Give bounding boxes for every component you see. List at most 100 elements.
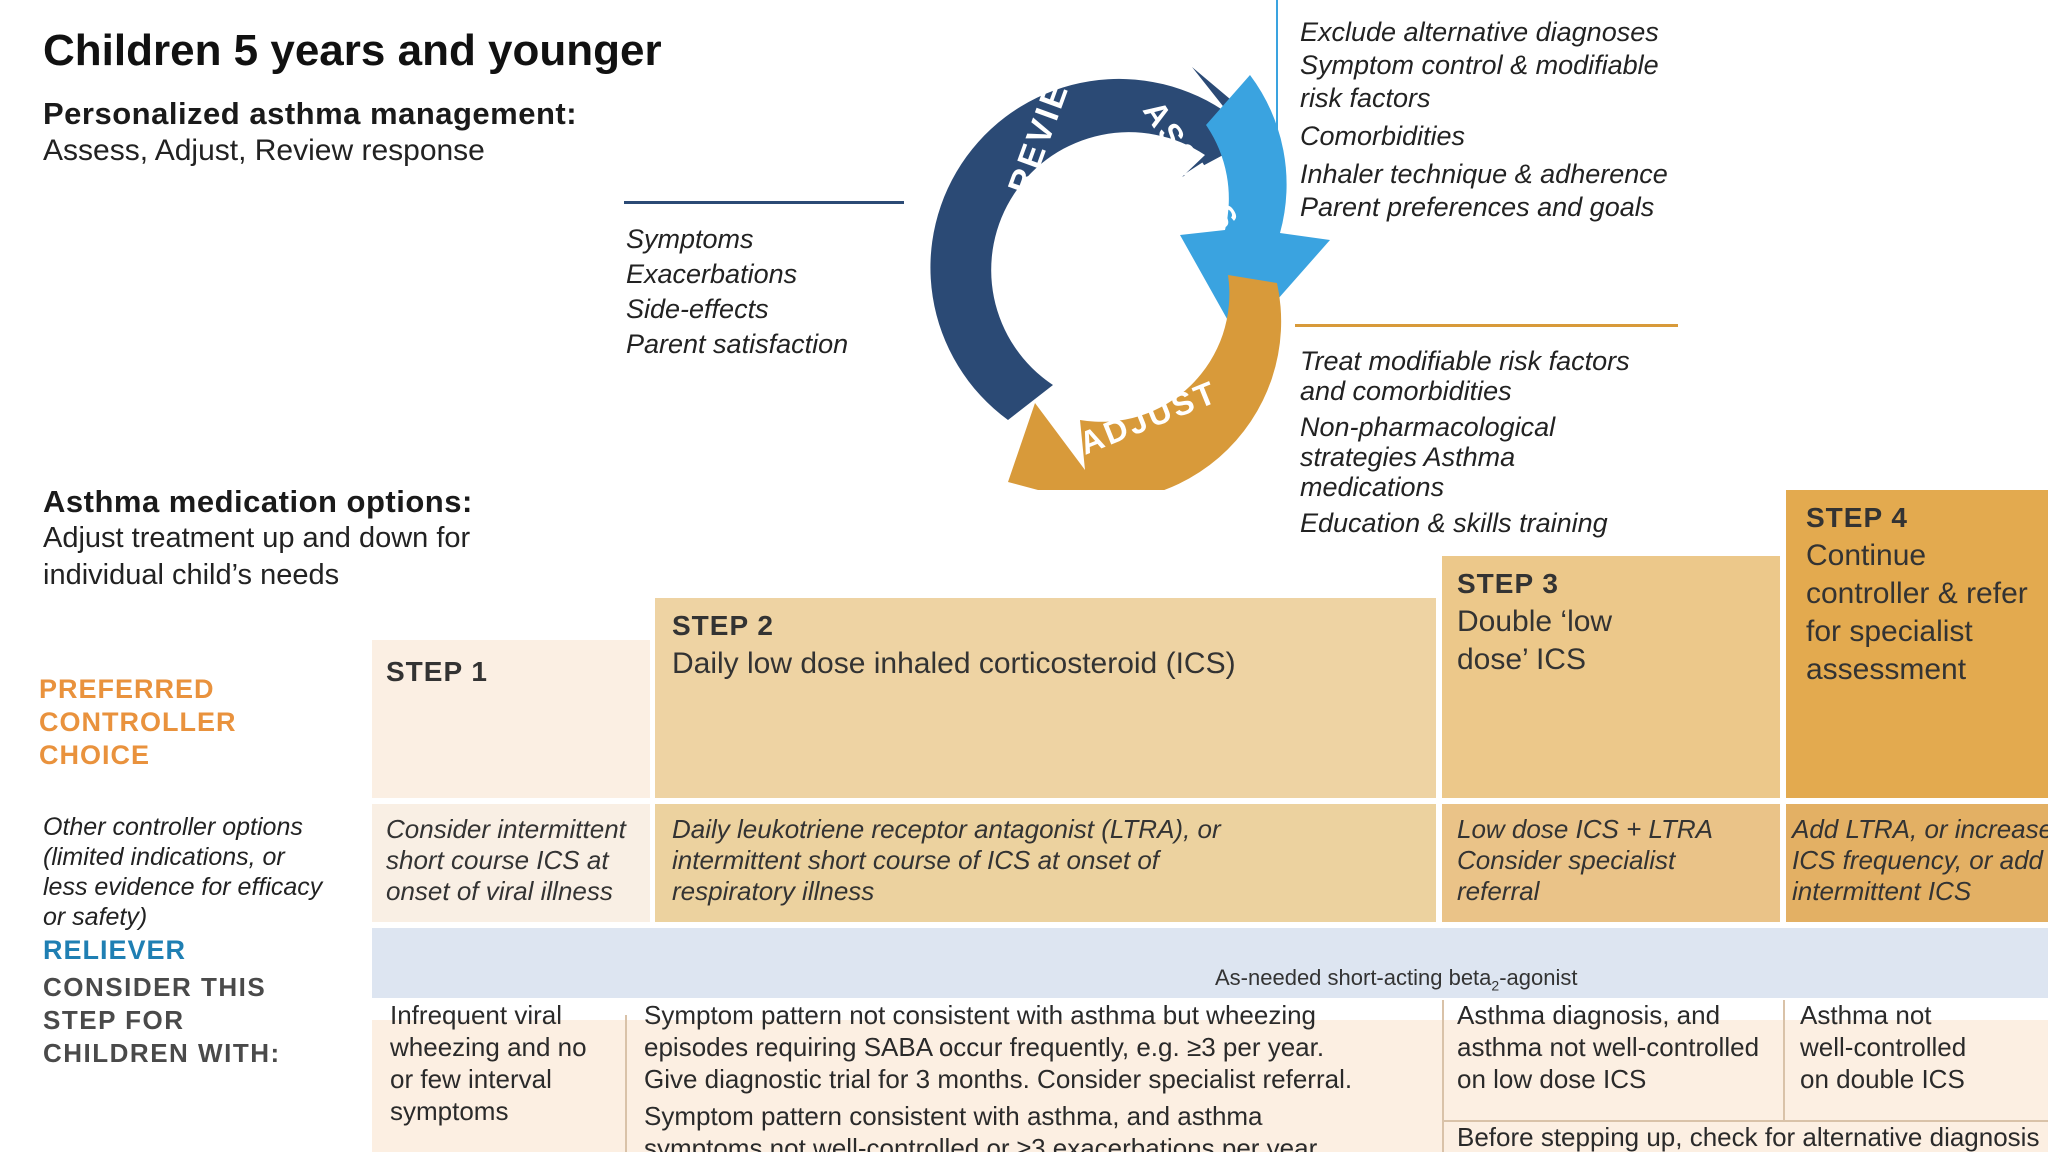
step-2-other-cell: Daily leukotriene receptor antagonist (L… [655, 804, 1436, 922]
other-line: Consider intermittent [386, 814, 626, 844]
adjust-arc [1008, 275, 1282, 490]
review-item: Parent satisfaction [626, 329, 849, 359]
preferred-line: CHOICE [39, 740, 151, 770]
step-description: Continue [1806, 539, 1927, 572]
condition-line: asthma not well-controlled [1457, 1032, 1760, 1062]
management-cycle-diagram: REVIEW ASSESS ADJUST [930, 43, 1330, 490]
step-3-box: STEP 3 Double ‘low dose’ ICS [1442, 556, 1780, 798]
step-4-conditions: Asthma not well-controlled on double ICS [1800, 999, 1966, 1095]
condition-line: episodes requiring SABA occur frequently… [644, 1032, 1325, 1062]
step-description: controller & refer [1806, 577, 2028, 610]
step-description: dose’ ICS [1457, 643, 1586, 676]
medication-line: Adjust treatment up and down for [43, 522, 471, 554]
consider-line: CHILDREN WITH: [43, 1038, 281, 1068]
preferred-line: CONTROLLER [39, 707, 237, 737]
other-line: referral [1457, 876, 1540, 906]
conditions-rule [1442, 1120, 2048, 1122]
other-line: ICS frequency, or add [1792, 845, 2043, 875]
step-label: STEP 3 [1457, 568, 1559, 599]
other-line: intermittent ICS [1792, 876, 1972, 906]
adjust-item: Treat modifiable risk factors [1300, 346, 1630, 376]
review-item: Symptoms [626, 224, 754, 254]
review-items: Symptoms Exacerbations Side-effects Pare… [626, 222, 848, 362]
condition-line: Symptom pattern not consistent with asth… [644, 1000, 1317, 1030]
reliever-subscript: 2 [1491, 977, 1500, 994]
condition-line: well-controlled [1800, 1032, 1967, 1062]
other-line: Low dose ICS + LTRA [1457, 814, 1714, 844]
consider-label: CONSIDER THIS STEP FOR CHILDREN WITH: [43, 971, 333, 1070]
conditions-divider [1783, 1000, 1785, 1120]
consider-line: STEP FOR [43, 1005, 185, 1035]
conditions-background [372, 1020, 2048, 1152]
reliever-text-suffix: -agonist [1499, 965, 1578, 990]
assess-items: Exclude alternative diagnoses Symptom co… [1300, 16, 1700, 224]
review-item: Side-effects [626, 294, 769, 324]
other-line: or safety) [43, 903, 148, 931]
step-1-box: STEP 1 [372, 640, 650, 798]
assess-item: Parent preferences and goals [1300, 192, 1655, 222]
other-line: intermittent short course of ICS at onse… [672, 845, 1160, 875]
condition-line: Symptom pattern consistent with asthma, … [644, 1101, 1263, 1131]
condition-line: on low dose ICS [1457, 1064, 1647, 1094]
reliever-description: As-needed short-acting beta2-agonist [1215, 965, 1577, 993]
adjust-item: medications [1300, 472, 1445, 502]
step-description: Double ‘low [1457, 605, 1613, 638]
other-line: onset of viral illness [386, 876, 613, 906]
assess-item: Comorbidities [1300, 121, 1466, 151]
step-label: STEP 4 [1806, 502, 1908, 533]
assess-item: Inhaler technique & adherence [1300, 159, 1668, 189]
step-label: STEP 2 [672, 610, 774, 641]
medication-line: individual child’s needs [43, 559, 340, 591]
other-line: Add LTRA, or increase [1792, 814, 2048, 844]
other-line: (limited indications, or [43, 843, 285, 871]
step-description: assessment [1806, 653, 1967, 686]
step-3-conditions: Asthma diagnosis, and asthma not well-co… [1457, 999, 1759, 1095]
preferred-controller-label: PREFERRED CONTROLLER CHOICE [39, 673, 299, 772]
step-3-other-cell: Low dose ICS + LTRA Consider specialist … [1442, 804, 1780, 922]
step-description: Daily low dose inhaled corticosteroid (I… [672, 647, 1236, 680]
other-line: respiratory illness [672, 876, 875, 906]
step-1-conditions: Infrequent viral wheezing and no or few … [390, 999, 587, 1127]
assess-item: Symptom control & modifiable [1300, 50, 1659, 80]
other-line: Other controller options [43, 813, 303, 841]
review-arc [930, 67, 1268, 420]
step-4-box: STEP 4 Continue controller & refer for s… [1786, 490, 2048, 798]
condition-line: Asthma diagnosis, and [1457, 1000, 1721, 1030]
review-item: Exacerbations [626, 259, 798, 289]
conditions-divider [1442, 1000, 1444, 1152]
condition-line: on double ICS [1800, 1064, 1965, 1094]
reliever-bar [372, 928, 2048, 998]
other-line: less evidence for efficacy [43, 873, 323, 901]
condition-line: Give diagnostic trial for 3 months. Cons… [644, 1064, 1353, 1094]
adjust-item: and comorbidities [1300, 376, 1512, 406]
before-stepping-up-note: Before stepping up, check for alternativ… [1457, 1122, 2040, 1152]
preferred-line: PREFERRED [39, 674, 215, 704]
adjust-item: Education & skills training [1300, 508, 1608, 538]
other-controller-label: Other controller options (limited indica… [43, 812, 363, 932]
step-description: for specialist [1806, 615, 1973, 648]
step-2-box: STEP 2 Daily low dose inhaled corticoste… [655, 598, 1436, 798]
conditions-divider [625, 1015, 627, 1152]
review-connector-line [624, 201, 904, 204]
medication-text: Adjust treatment up and down for individ… [43, 520, 563, 594]
adjust-item: Non-pharmacological [1300, 412, 1556, 442]
condition-line: wheezing and no [390, 1032, 587, 1062]
condition-line: symptoms [390, 1096, 509, 1126]
reliever-label: RELIEVER [43, 935, 187, 965]
step-2-conditions: Symptom pattern not consistent with asth… [644, 999, 1434, 1152]
step-1-other-cell: Consider intermittent short course ICS a… [372, 804, 650, 922]
page-title: Children 5 years and younger [43, 26, 662, 75]
assess-connector-line [1276, 0, 1278, 165]
assess-item: Exclude alternative diagnoses [1300, 17, 1659, 47]
condition-line: Asthma not [1800, 1000, 1932, 1030]
other-line: short course ICS at [386, 845, 609, 875]
reliever-text: As-needed short-acting beta [1215, 965, 1492, 990]
other-line: Daily leukotriene receptor antagonist (L… [672, 814, 1221, 844]
medication-heading: Asthma medication options: [43, 484, 473, 519]
condition-line: Infrequent viral [390, 1000, 562, 1030]
consider-line: CONSIDER THIS [43, 972, 267, 1002]
management-heading: Personalized asthma management: [43, 96, 578, 131]
condition-line: or few interval [390, 1064, 552, 1094]
step-4-other-cell: Add LTRA, or increase ICS frequency, or … [1786, 804, 2048, 922]
other-line: Consider specialist [1457, 845, 1676, 875]
